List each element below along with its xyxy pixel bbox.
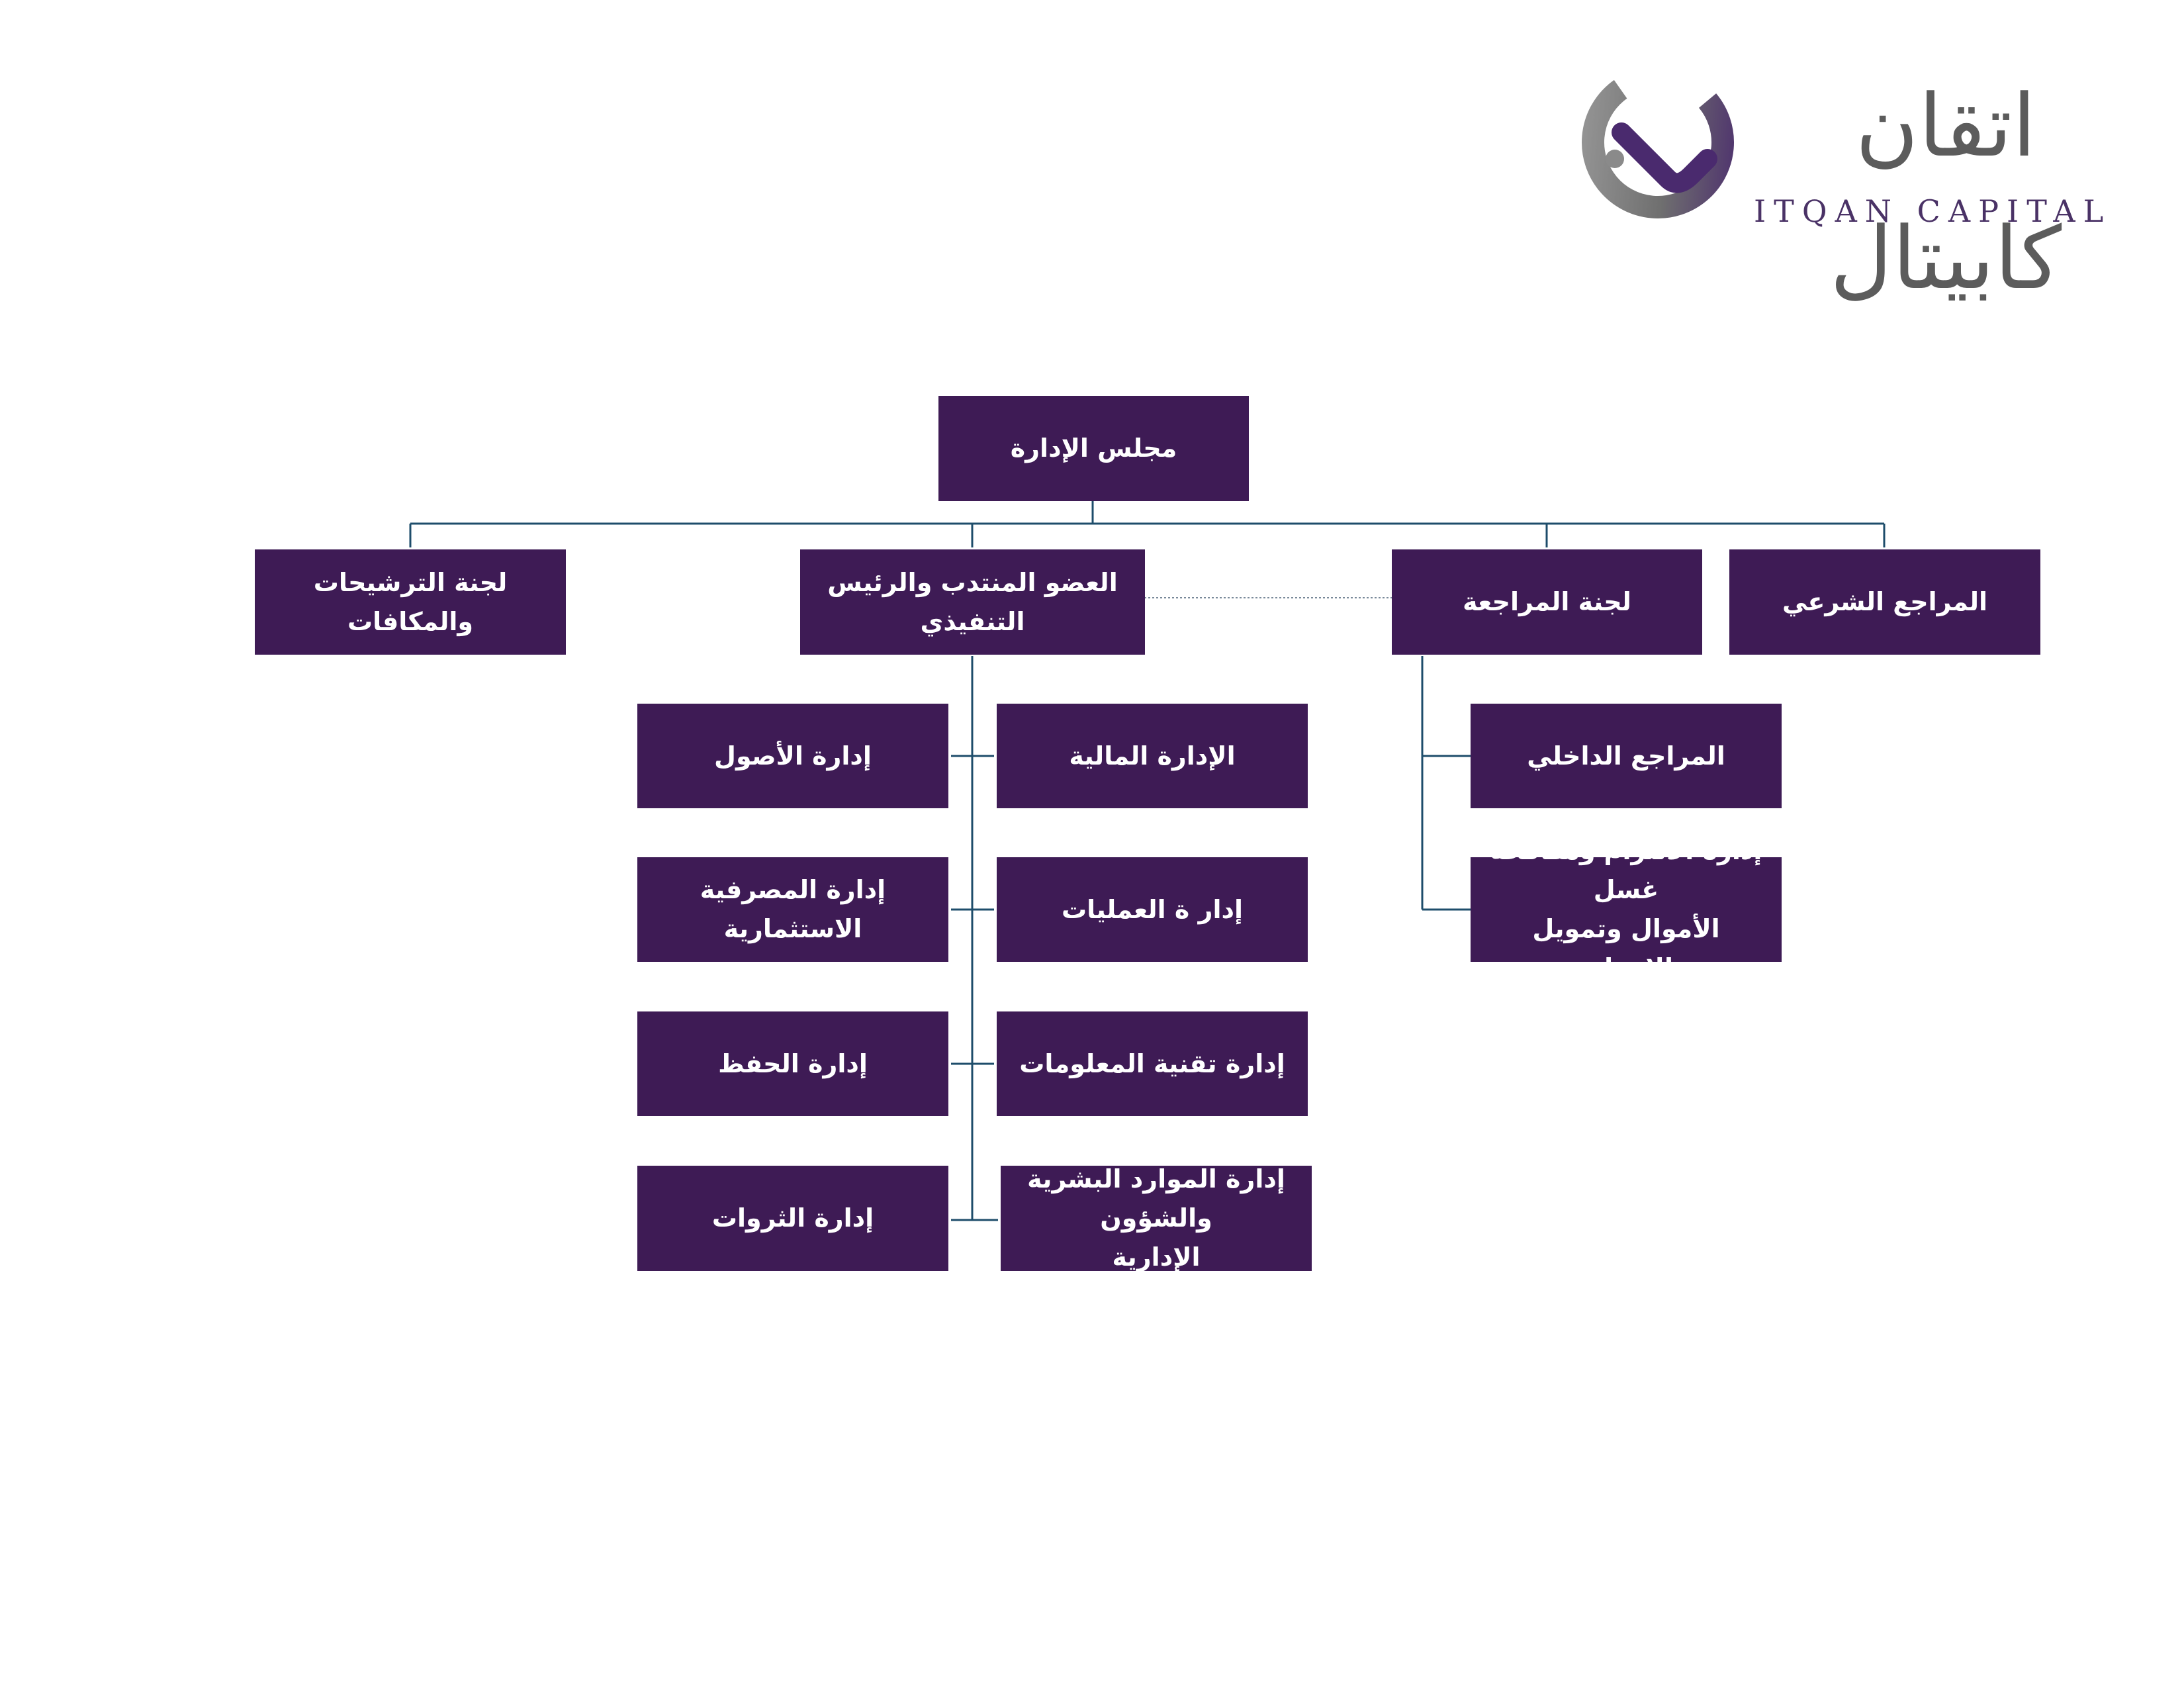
logo-latin-wordmark: ITQAN CAPITAL (1754, 193, 2112, 229)
compliance-label-line1: إدارة الالتزام ومكافحة غسل (1490, 836, 1762, 905)
hr-label-line1: إدارة الموارد البشرية والشؤون (1027, 1164, 1285, 1233)
hr-box: إدارة الموارد البشرية والشؤون الإدارية (1001, 1164, 1312, 1272)
it-label: إدارة تقنية المعلومات (1019, 1049, 1285, 1078)
wealth-box: إدارة الثروات (637, 1166, 948, 1271)
nominations-committee-box: لجنة الترشيحات والمكافات (255, 549, 566, 655)
operations-label: إدار ة العمليات (1062, 894, 1244, 924)
internal-auditor-label: المراجع الداخلي (1527, 741, 1725, 771)
shariah-auditor-box: المراجع الشرعي (1729, 549, 2040, 655)
shariah-auditor-label: المراجع الشرعي (1782, 587, 1988, 617)
board-label: مجلس الإدارة (1010, 434, 1177, 463)
assets-label: إدارة الأصول (714, 741, 872, 771)
finance-box: الإدارة المالية (997, 704, 1308, 808)
investment-banking-label: إدارة المصرفية الاستثمارية (700, 875, 886, 943)
ceo-label: العضو المنتدب والرئيس التنفيذي (827, 567, 1118, 636)
hr-label-line2: الإدارية (1112, 1242, 1201, 1272)
finance-label: الإدارة المالية (1069, 741, 1236, 771)
it-box: إدارة تقنية المعلومات (997, 1011, 1308, 1116)
nominations-committee-label: لجنة الترشيحات والمكافات (313, 567, 508, 636)
compliance-box: إدارة الالتزام ومكافحة غسل الأموال وتموي… (1471, 836, 1782, 982)
custody-box: إدارة الحفظ (637, 1011, 948, 1116)
logo-arabic-wordmark: اتقان كابيتال (1829, 75, 2062, 308)
audit-committee-box: لجنة المراجعة (1392, 549, 1702, 655)
wealth-label: إدارة الثروات (711, 1203, 874, 1233)
internal-auditor-box: المراجع الداخلي (1471, 704, 1782, 808)
audit-committee-label: لجنة المراجعة (1463, 587, 1631, 617)
itqan-ring-icon (1582, 66, 1734, 218)
board-box: مجلس الإدارة (938, 396, 1249, 501)
custody-label: إدارة الحفظ (718, 1049, 868, 1078)
company-logo: اتقان كابيتال ITQAN CAPITAL (1575, 60, 2138, 308)
compliance-label-line2: الأموال وتمويل الإرهاب (1532, 914, 1720, 982)
investment-banking-box: إدارة المصرفية الاستثمارية (637, 857, 948, 962)
ceo-box: العضو المنتدب والرئيس التنفيذي (800, 549, 1145, 655)
assets-box: إدارة الأصول (637, 704, 948, 808)
operations-box: إدار ة العمليات (997, 857, 1308, 962)
